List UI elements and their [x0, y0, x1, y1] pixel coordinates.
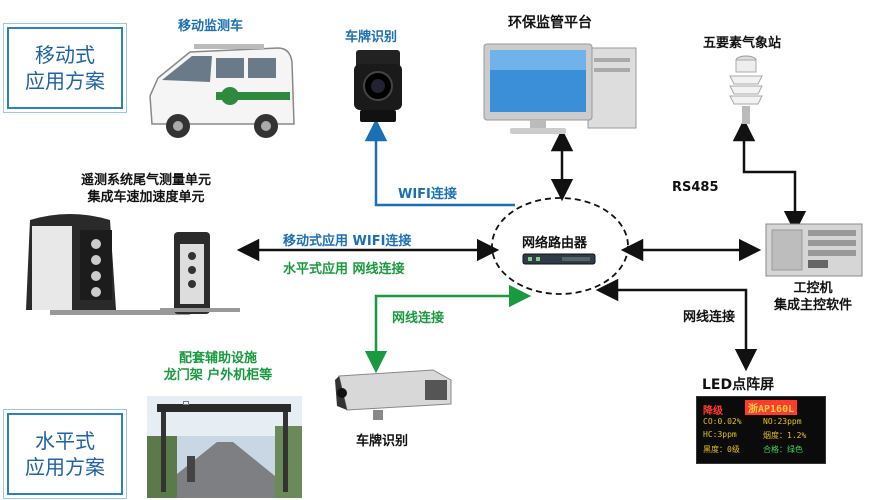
- industrial-pc-label: 工控机 集成主控软件: [758, 280, 868, 314]
- van-icon: [149, 44, 295, 138]
- wifi-label: WIFI连接: [398, 187, 457, 202]
- ipc-line2: 集成主控软件: [773, 298, 852, 313]
- weather-station-label: 五要素气象站: [703, 36, 782, 51]
- led-smoke: 黑度：0级: [703, 445, 740, 454]
- camera-icon: [354, 50, 402, 122]
- exhaust-unit-icon: [26, 214, 240, 315]
- cable-camera-link: [364, 284, 532, 374]
- led-opacity: 烟度：1.2%: [763, 431, 807, 440]
- led-hc: HC:3ppm: [703, 430, 737, 439]
- env-platform-label: 环保监管平台: [508, 15, 592, 31]
- cable-led-label: 网线连接: [683, 310, 736, 325]
- led-plate: 浙AP160L: [745, 400, 798, 415]
- mobile-wifi-label: 移动式应用 WIFI连接: [283, 234, 412, 249]
- monitor-icon: [483, 43, 637, 134]
- router-icon: [522, 253, 596, 265]
- rs485-label: RS485: [672, 180, 719, 195]
- aux-line2: 龙门架 户外机柜等: [163, 368, 273, 383]
- mobile-vehicle-label: 移动监测车: [178, 19, 244, 34]
- industrial-pc-icon: [765, 223, 863, 277]
- cable-camera-label: 网线连接: [392, 311, 445, 326]
- wifi-link: [364, 118, 515, 207]
- led-title: 降级: [703, 406, 723, 417]
- plate-camera-bottom-label: 车牌识别: [356, 434, 409, 449]
- weather-station-icon: [729, 55, 763, 124]
- mobile-solution-line2: 应用方案: [25, 69, 105, 93]
- mobile-solution-line1: 移动式: [35, 43, 95, 67]
- gate-camera-icon: [335, 369, 452, 420]
- router-label: 网络路由器: [522, 236, 588, 251]
- exhaust-unit-line2: 集成车速加速度单元: [87, 190, 205, 205]
- led-screen-display: 降级 浙AP160L CO:0.02% NO:23ppm HC:3ppm 烟度：…: [696, 396, 826, 464]
- fixed-cable-label: 水平式应用 网线连接: [283, 262, 405, 277]
- gantry-photo: [147, 396, 302, 498]
- aux-line1: 配套辅助设施: [178, 351, 257, 366]
- exhaust-unit-label: 遥测系统尾气测量单元 集成车速加速度单元: [56, 172, 236, 206]
- cable-led-link: [595, 278, 758, 372]
- aux-facilities-label: 配套辅助设施 龙门架 户外机柜等: [148, 350, 288, 384]
- ipc-line1: 工控机: [793, 281, 833, 296]
- plate-camera-top-label: 车牌识别: [345, 30, 398, 45]
- led-co: CO:0.02%: [703, 417, 742, 426]
- exhaust-unit-line1: 遥测系统尾气测量单元: [80, 173, 211, 188]
- rs485-link: [732, 118, 807, 234]
- led-screen-label: LED点阵屏: [702, 377, 775, 393]
- led-no: NO:23ppm: [763, 417, 802, 426]
- led-result: 合格：绿色: [763, 445, 803, 454]
- fixed-solution-box: 水平式 应用方案: [7, 413, 123, 495]
- mobile-solution-box: 移动式 应用方案: [7, 27, 123, 109]
- fixed-solution-line2: 应用方案: [25, 455, 105, 479]
- fixed-solution-line1: 水平式: [35, 429, 95, 453]
